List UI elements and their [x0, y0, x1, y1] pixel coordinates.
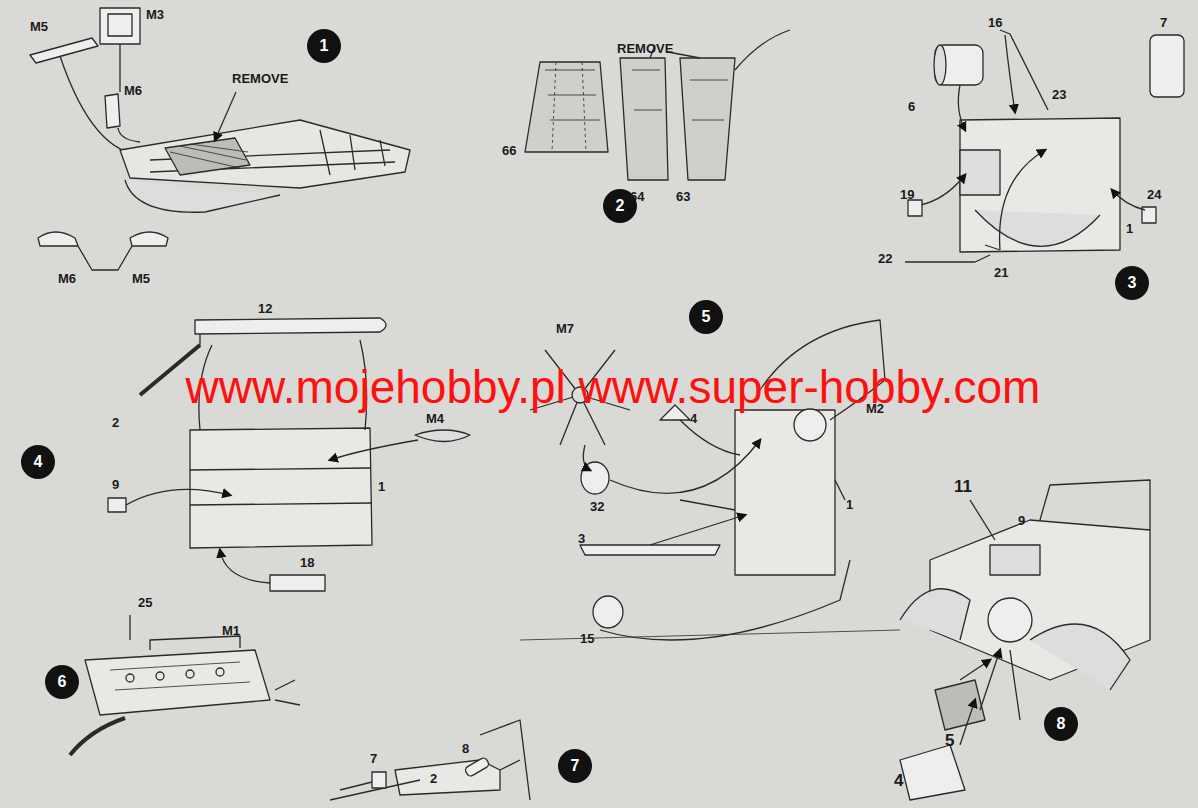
callout-number: 64: [630, 190, 644, 203]
callout-number: 21: [994, 266, 1008, 279]
callout-number: 7: [1160, 16, 1167, 29]
callout-number: 23: [1052, 88, 1066, 101]
callout-number: 9: [1018, 514, 1025, 527]
callout-number: 1: [378, 480, 385, 493]
part-label: M5: [30, 20, 48, 33]
part-label: M1: [222, 624, 240, 637]
part-label: M6: [58, 272, 76, 285]
callout-number: 16: [988, 16, 1002, 29]
step-number: 5: [702, 309, 711, 325]
callout-number: 19: [900, 188, 914, 201]
callout-number: 9: [112, 478, 119, 491]
callout-number: 3: [578, 532, 585, 545]
part-label: REMOVE: [617, 42, 673, 55]
callout-number: 18: [300, 556, 314, 569]
callout-number: 1: [846, 498, 853, 511]
callout-number: 11: [954, 478, 972, 495]
step-number: 6: [58, 674, 67, 690]
part-label: M3: [146, 8, 164, 21]
part-label: REMOVE: [232, 72, 288, 85]
step-number: 8: [1057, 716, 1066, 732]
step-number: 4: [34, 454, 43, 470]
step-number: 2: [616, 198, 625, 214]
step-number: 7: [571, 758, 580, 774]
step-circle: 1: [307, 29, 341, 63]
part-label: M7: [556, 322, 574, 335]
part-label: M5: [132, 272, 150, 285]
step-circle: 6: [45, 665, 79, 699]
callout-number: 66: [502, 144, 516, 157]
callout-number: 5: [945, 732, 954, 749]
callout-number: 4: [894, 772, 903, 789]
callout-number: 12: [258, 302, 272, 315]
callout-number: 15: [580, 632, 594, 645]
step-number: 1: [320, 38, 329, 54]
step-circle: 5: [689, 300, 723, 334]
step-circle: 7: [558, 749, 592, 783]
step-number: 3: [1128, 275, 1137, 291]
callout-number: 32: [590, 500, 604, 513]
callout-number: 1: [1126, 222, 1133, 235]
callout-number: 22: [878, 252, 892, 265]
step-circle: 4: [21, 445, 55, 479]
callout-number: 2: [430, 772, 437, 785]
part-label: M6: [124, 84, 142, 97]
step-circle: 3: [1115, 266, 1149, 300]
part-label: M4: [426, 412, 444, 425]
callout-number: 63: [676, 190, 690, 203]
callout-number: 4: [690, 412, 697, 425]
callout-number: 7: [370, 752, 377, 765]
callout-number: 8: [462, 742, 469, 755]
callout-number: 24: [1147, 188, 1161, 201]
callout-number: 25: [138, 596, 152, 609]
step-circle: 8: [1044, 707, 1078, 741]
callout-number: 2: [112, 416, 119, 429]
callout-number: 6: [908, 100, 915, 113]
watermark: www.mojehobby.pl www.super-hobby.com: [186, 364, 1041, 410]
